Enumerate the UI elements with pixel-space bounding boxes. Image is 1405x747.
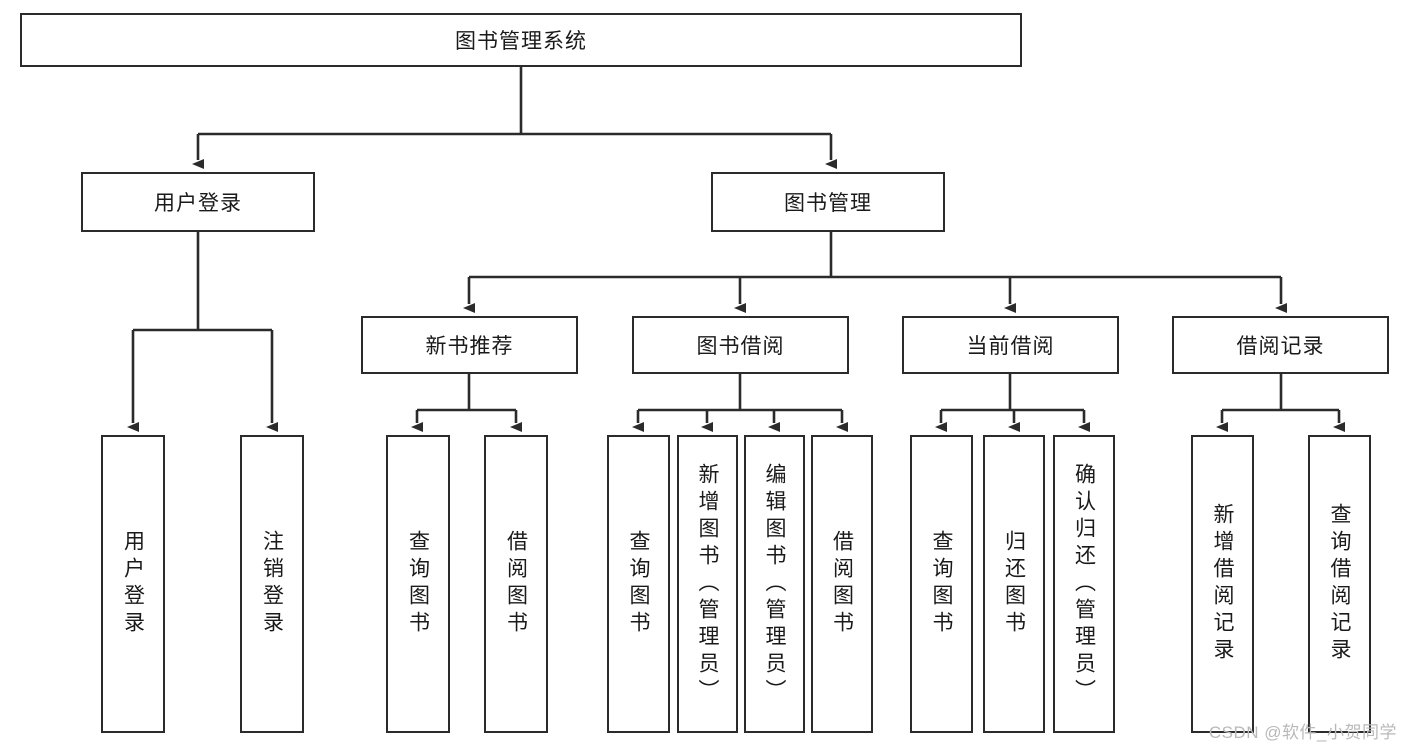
- node-book-borrow[interactable]: 图书借阅: [632, 316, 849, 374]
- node-leaf-user-logout[interactable]: 注销登录: [240, 435, 304, 733]
- node-borrow-record[interactable]: 借阅记录: [1172, 316, 1389, 374]
- node-leaf-query-book-current[interactable]: 查询图书: [910, 435, 973, 733]
- node-new-book-recommend-label: 新书推荐: [425, 335, 514, 358]
- node-leaf-edit-book-admin-label: 编辑图书（管理员）: [763, 462, 786, 706]
- node-leaf-add-borrow-record[interactable]: 新增借阅记录: [1191, 435, 1254, 733]
- node-leaf-confirm-return-admin-label: 确认归还（管理员）: [1072, 462, 1096, 706]
- node-book-management-label: 图书管理: [784, 192, 872, 215]
- node-leaf-return-book[interactable]: 归还图书: [983, 435, 1045, 733]
- node-leaf-return-book-label: 归还图书: [1002, 530, 1026, 638]
- node-leaf-confirm-return-admin[interactable]: 确认归还（管理员）: [1053, 435, 1115, 733]
- node-leaf-query-book-borrow[interactable]: 查询图书: [607, 435, 670, 733]
- node-leaf-query-book-recommend-label: 查询图书: [406, 530, 430, 638]
- node-leaf-query-book-current-label: 查询图书: [930, 530, 953, 638]
- node-leaf-add-book-admin[interactable]: 新增图书（管理员）: [677, 435, 738, 733]
- node-leaf-borrow-book-recommend-label: 借阅图书: [504, 530, 528, 638]
- node-borrow-record-label: 借阅记录: [1236, 335, 1325, 358]
- node-leaf-borrow-book[interactable]: 借阅图书: [811, 435, 873, 733]
- node-leaf-edit-book-admin[interactable]: 编辑图书（管理员）: [744, 435, 805, 733]
- node-root-label: 图书管理系统: [455, 30, 587, 53]
- node-leaf-query-book-recommend[interactable]: 查询图书: [386, 435, 450, 733]
- node-new-book-recommend[interactable]: 新书推荐: [361, 316, 578, 374]
- node-current-borrow[interactable]: 当前借阅: [902, 316, 1119, 374]
- node-leaf-add-book-admin-label: 新增图书（管理员）: [696, 462, 719, 706]
- node-leaf-query-borrow-record-label: 查询借阅记录: [1328, 503, 1351, 665]
- node-user-login[interactable]: 用户登录: [81, 172, 315, 232]
- node-leaf-query-book-borrow-label: 查询图书: [627, 530, 650, 638]
- node-leaf-user-logout-label: 注销登录: [260, 530, 284, 638]
- node-user-login-label: 用户登录: [154, 192, 242, 215]
- node-leaf-query-borrow-record[interactable]: 查询借阅记录: [1308, 435, 1371, 733]
- node-root[interactable]: 图书管理系统: [20, 13, 1022, 67]
- node-leaf-borrow-book-recommend[interactable]: 借阅图书: [484, 435, 548, 733]
- node-book-borrow-label: 图书借阅: [696, 335, 785, 358]
- node-leaf-add-borrow-record-label: 新增借阅记录: [1211, 503, 1234, 665]
- csdn-watermark: CSDN @软件_小贺同学: [1208, 723, 1397, 742]
- node-leaf-user-login-label: 用户登录: [121, 530, 145, 638]
- node-current-borrow-label: 当前借阅: [966, 335, 1055, 358]
- node-leaf-user-login[interactable]: 用户登录: [101, 435, 165, 733]
- node-leaf-borrow-book-label: 借阅图书: [830, 530, 854, 638]
- node-book-management[interactable]: 图书管理: [711, 172, 945, 232]
